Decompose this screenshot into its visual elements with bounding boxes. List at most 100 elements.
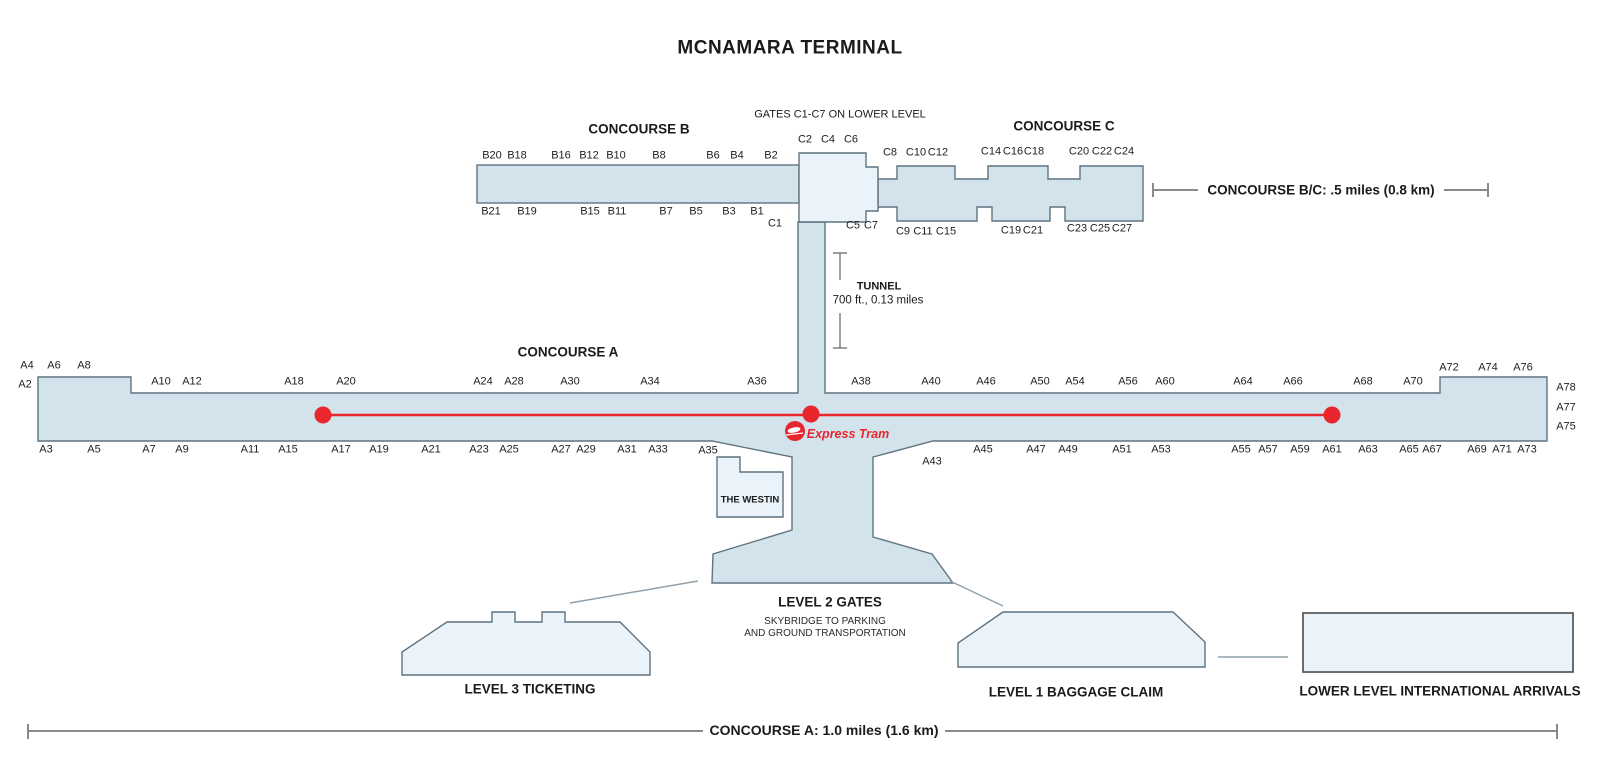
westin-label: THE WESTIN	[720, 494, 780, 506]
international-label: LOWER LEVEL INTERNATIONAL ARRIVALS	[1299, 683, 1581, 699]
gate-label-a47: A47	[1026, 443, 1046, 456]
gate-label-a72: A72	[1439, 361, 1459, 374]
skybridge-note-line2: AND GROUND TRANSPORTATION	[744, 628, 906, 639]
gate-label-a78: A78	[1556, 381, 1576, 394]
gate-label-a6: A6	[47, 359, 61, 372]
gate-label-a69: A69	[1467, 443, 1487, 456]
concourse-a-title: CONCOURSE A	[517, 344, 619, 360]
measure-bc-label: CONCOURSE B/C: .5 miles (0.8 km)	[1207, 182, 1435, 198]
concourse-b-title: CONCOURSE B	[588, 121, 690, 137]
gate-label-a74: A74	[1478, 361, 1498, 374]
gate-label-b12: B12	[579, 149, 599, 162]
gate-label-a31: A31	[617, 443, 637, 456]
gate-label-a57: A57	[1258, 443, 1278, 456]
measure-bc-lines	[1152, 183, 1489, 197]
gate-label-c21: C21	[1022, 224, 1044, 237]
gate-label-b8: B8	[652, 149, 666, 162]
gate-label-a64: A64	[1233, 375, 1253, 388]
gate-label-a38: A38	[851, 375, 871, 388]
gate-label-a25: A25	[499, 443, 519, 456]
gate-label-a35: A35	[698, 444, 718, 457]
gate-label-a61: A61	[1322, 443, 1342, 456]
tram-station-center-icon	[802, 405, 820, 423]
gate-label-a68: A68	[1353, 375, 1373, 388]
gate-label-b2: B2	[764, 149, 778, 162]
gate-label-a65: A65	[1399, 443, 1419, 456]
gate-label-a15: A15	[278, 443, 298, 456]
gate-label-a4: A4	[20, 359, 34, 372]
gate-label-c11: C11	[913, 225, 933, 238]
gate-label-c12: C12	[927, 146, 949, 159]
gate-label-a20: A20	[336, 375, 356, 388]
measure-a-lines	[27, 724, 1558, 739]
gate-label-c15: C15	[935, 225, 957, 238]
gate-label-c7: C7	[863, 219, 879, 232]
gate-label-a8: A8	[77, 359, 91, 372]
gate-label-c5: C5	[845, 219, 861, 232]
gate-label-a59: A59	[1290, 443, 1310, 456]
gates-lower-level-note: GATES C1-C7 ON LOWER LEVEL	[754, 108, 926, 121]
gate-label-b18: B18	[507, 149, 527, 162]
connector-ticketing-line	[569, 580, 699, 604]
gate-label-b5: B5	[689, 205, 703, 218]
gate-label-c9: C9	[895, 225, 911, 238]
gate-label-a12: A12	[182, 375, 202, 388]
gate-label-c23: C23	[1066, 222, 1088, 235]
gate-label-a50: A50	[1030, 375, 1050, 388]
gate-label-a76: A76	[1513, 361, 1533, 374]
gate-label-c24: C24	[1113, 145, 1135, 158]
gate-label-a36: A36	[747, 375, 767, 388]
ticketing-label: LEVEL 3 TICKETING	[464, 681, 596, 697]
baggage-shape	[957, 611, 1206, 668]
gate-label-b4: B4	[730, 149, 744, 162]
connector-baggage-line	[949, 580, 1004, 607]
gate-label-a75: A75	[1556, 420, 1576, 433]
gate-label-c19: C19	[1000, 224, 1022, 237]
gate-label-a29: A29	[576, 443, 596, 456]
gate-label-a3: A3	[39, 443, 53, 456]
gate-label-c20: C20	[1068, 145, 1090, 158]
baggage-label: LEVEL 1 BAGGAGE CLAIM	[988, 684, 1164, 700]
gate-label-c14: C14	[980, 145, 1002, 158]
bc-junction-shape	[798, 152, 879, 223]
gate-label-a77: A77	[1556, 401, 1576, 414]
page-title: MCNAMARA TERMINAL	[677, 37, 903, 59]
skybridge-note-line1: SKYBRIDGE TO PARKING	[764, 616, 886, 627]
gate-label-a40: A40	[921, 375, 941, 388]
gate-label-b3: B3	[722, 205, 736, 218]
tram-station-west-icon	[314, 406, 332, 424]
gate-label-a63: A63	[1358, 443, 1378, 456]
gate-label-a73: A73	[1517, 443, 1537, 456]
gate-label-a5: A5	[87, 443, 101, 456]
gate-label-a49: A49	[1058, 443, 1078, 456]
ticketing-shape	[401, 611, 651, 676]
gate-label-a10: A10	[151, 375, 171, 388]
gate-label-a7: A7	[142, 443, 156, 456]
measure-tunnel-lines	[833, 252, 847, 349]
gate-label-b6: B6	[706, 149, 720, 162]
gate-label-a66: A66	[1283, 375, 1303, 388]
gate-label-a34: A34	[640, 375, 660, 388]
gate-label-a2: A2	[18, 378, 32, 391]
gate-label-c27: C27	[1111, 222, 1133, 235]
gate-label-a21: A21	[421, 443, 441, 456]
concourse-c-title: CONCOURSE C	[1013, 118, 1115, 134]
gate-label-c4: C4	[820, 133, 836, 146]
gate-label-a24: A24	[473, 375, 493, 388]
concourse-a-shape	[37, 221, 1548, 584]
gate-label-a55: A55	[1231, 443, 1251, 456]
gate-label-a9: A9	[175, 443, 189, 456]
gate-label-a23: A23	[469, 443, 489, 456]
measure-a-label: CONCOURSE A: 1.0 miles (1.6 km)	[709, 722, 939, 738]
concourse-c-shape	[877, 165, 1144, 222]
gate-label-a46: A46	[976, 375, 996, 388]
gate-label-a27: A27	[551, 443, 571, 456]
gate-label-a71: A71	[1492, 443, 1512, 456]
concourse-b-shape	[476, 164, 800, 204]
gate-label-a18: A18	[284, 375, 304, 388]
level2-gates-label: LEVEL 2 GATES	[778, 594, 882, 610]
gate-label-b11: B11	[607, 205, 627, 218]
gate-label-c1: C1	[767, 217, 783, 230]
gate-label-a45: A45	[973, 443, 993, 456]
